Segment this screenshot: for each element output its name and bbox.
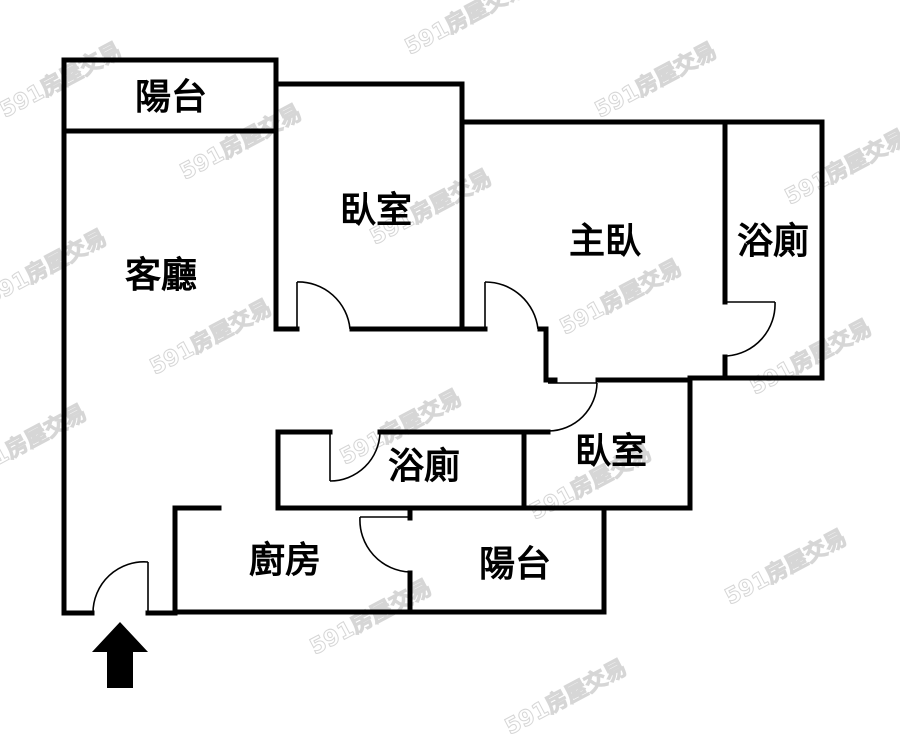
room-label-master-bedroom: 主臥 bbox=[569, 220, 641, 262]
watermark-text: 591房屋交易 bbox=[556, 254, 686, 340]
room-label-bedroom-lower: 臥室 bbox=[575, 430, 647, 472]
room-label-balcony-bottom: 陽台 bbox=[479, 543, 551, 585]
door-swing-bath-middle bbox=[329, 431, 381, 482]
door-swing-bedroom-upper bbox=[296, 281, 351, 330]
up-arrow-icon bbox=[92, 622, 148, 688]
watermark-text: 591房屋交易 bbox=[401, 0, 531, 60]
room-label-living-room: 客廳 bbox=[125, 254, 197, 296]
watermark-text: 591房屋交易 bbox=[721, 524, 851, 610]
watermark-text: 591房屋交易 bbox=[501, 654, 631, 740]
watermark-text: 591房屋交易 bbox=[591, 37, 721, 123]
walls bbox=[61, 57, 825, 616]
room-label-bedroom-upper: 臥室 bbox=[340, 189, 412, 231]
door-swing-master-bath bbox=[726, 301, 776, 357]
room-label-balcony-top: 陽台 bbox=[135, 76, 207, 118]
wall-outer-left bbox=[61, 57, 279, 616]
doors bbox=[92, 281, 776, 614]
wall-master-top bbox=[459, 119, 825, 381]
wall-bedroom-upper bbox=[273, 81, 465, 332]
watermark-text: 591房屋交易 bbox=[0, 399, 91, 485]
room-labels: 陽台 客廳 臥室 主臥 浴廁 浴廁 臥室 廚房 陽台 bbox=[125, 76, 809, 585]
door-swing-bedroom-lower bbox=[548, 382, 598, 432]
wall-bath-middle bbox=[275, 429, 527, 511]
door-swing-master bbox=[484, 281, 539, 330]
watermark-text: 591房屋交易 bbox=[781, 124, 900, 210]
wall-balcony-bottom bbox=[407, 505, 607, 615]
watermark-text: 591房屋交易 bbox=[306, 574, 436, 660]
watermark-text: 591房屋交易 bbox=[146, 294, 276, 380]
wall-bedroom-lower bbox=[521, 377, 693, 511]
watermark-text: 591房屋交易 bbox=[0, 224, 111, 310]
watermark-text: 591房屋交易 bbox=[746, 314, 876, 400]
wall-master-right-step bbox=[537, 326, 558, 383]
door-swing-entrance bbox=[92, 561, 149, 614]
room-label-bathroom-middle: 浴廁 bbox=[388, 445, 460, 487]
room-label-kitchen: 廚房 bbox=[249, 539, 321, 581]
room-label-bathroom-master: 浴廁 bbox=[737, 220, 809, 262]
door-swing-kitchen bbox=[359, 516, 411, 573]
